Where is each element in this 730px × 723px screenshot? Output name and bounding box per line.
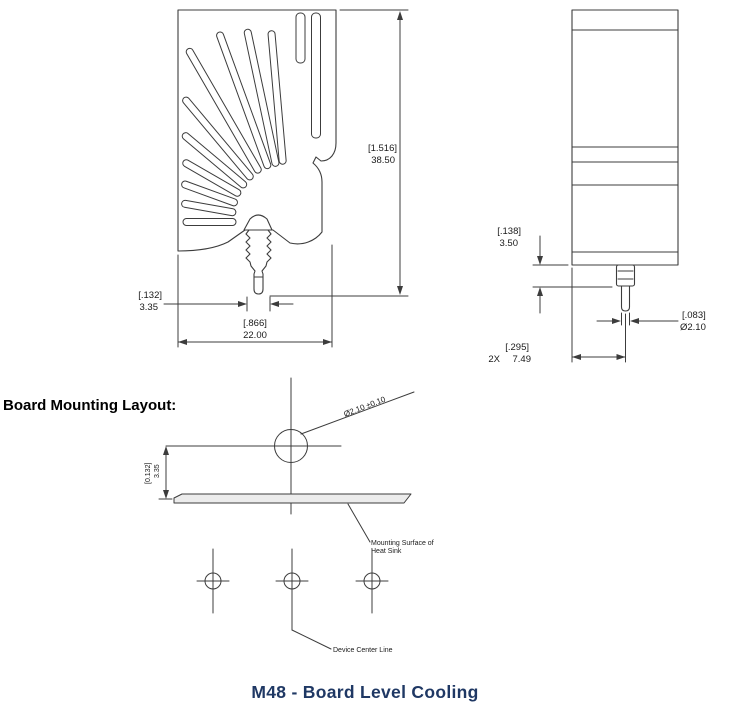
- pin-boss: [243, 214, 273, 231]
- side-view: [177, 9, 337, 295]
- fin-slots: [181, 28, 287, 226]
- hole-dia-leader: [300, 391, 415, 435]
- board-hole: [204, 572, 222, 590]
- height-dimension: [1.516] 38.50: [269, 9, 409, 297]
- arrowhead: [572, 354, 581, 360]
- arrowhead: [397, 11, 403, 20]
- offset-dim-bracket: [0.132]: [145, 463, 152, 484]
- clip-slot-short: [295, 12, 306, 64]
- fin-slot: [243, 28, 280, 167]
- pin-dia-value: Ø2.10: [680, 322, 706, 333]
- depth-dimension: [.866] 22.00: [177, 244, 333, 348]
- mounting-hole: [274, 429, 308, 463]
- pin-diameter-dimension: [.083] Ø2.10: [596, 310, 706, 333]
- drawing-title: M48 - Board Level Cooling: [251, 682, 478, 702]
- spacing-dim-qty: 2X: [488, 354, 500, 365]
- arrowhead: [537, 287, 543, 296]
- fin-slot: [216, 31, 272, 170]
- mounting-surface-leader: [347, 503, 371, 543]
- center-line-leader: [291, 629, 332, 650]
- mounting-surface-label-line2: Heat Sink: [371, 548, 402, 555]
- front-view-dimensions: [.138] 3.50 [.083] Ø2.10 [.295] 2X 7.49: [488, 226, 706, 365]
- arrowhead: [163, 446, 169, 455]
- pin-front: [620, 285, 631, 312]
- spacing-dim-bracket: [.295]: [505, 342, 529, 353]
- hole-dia-label: Ø2.10 ±0.10: [342, 395, 387, 419]
- center-line-label: Device Center Line: [333, 647, 393, 654]
- board-hole: [283, 572, 301, 590]
- arrowhead: [630, 318, 639, 324]
- arrowhead: [270, 301, 279, 307]
- depth-dim-value: 22.00: [243, 330, 267, 341]
- pin-dim-bracket: [.132]: [138, 290, 162, 301]
- fin-slot: [181, 180, 238, 207]
- spacing-dimension: [.295] 2X 7.49: [488, 267, 626, 365]
- fin-slot: [182, 96, 254, 181]
- mounting-surface-label-line1: Mounting Surface of: [371, 540, 434, 547]
- board-hole: [363, 572, 381, 590]
- arrowhead: [178, 339, 187, 345]
- hole-pattern: [196, 548, 389, 631]
- clip-slot-long: [311, 12, 321, 139]
- pin-dia-bracket: [.083]: [682, 310, 706, 321]
- side-view-dimensions: [1.516] 38.50 [.866] 22.00 [.132] 3.35: [138, 9, 409, 348]
- heatsink-front-body: [571, 9, 679, 266]
- offset-dim-value: 3.35: [154, 464, 161, 478]
- arrowhead: [163, 490, 169, 499]
- fin-slot: [182, 218, 237, 226]
- arrowhead: [537, 256, 543, 265]
- arrowhead: [397, 286, 403, 295]
- layout-heading: Board Mounting Layout:: [3, 397, 176, 414]
- height-dim-bracket: [1.516]: [368, 143, 397, 154]
- arrowhead: [238, 301, 247, 307]
- fin-slot: [181, 199, 237, 217]
- fin-slot: [267, 30, 287, 165]
- fin-slot: [185, 47, 262, 174]
- threaded-pin: [245, 229, 272, 295]
- arrowhead: [323, 339, 332, 345]
- fin-slot: [182, 159, 242, 197]
- arrowhead: [616, 354, 626, 360]
- collar-dim-value: 3.50: [500, 238, 519, 249]
- arrowhead: [612, 318, 621, 324]
- pin-dimension: [.132] 3.35: [138, 290, 294, 313]
- spacing-dim-value: 7.49: [513, 354, 532, 365]
- depth-dim-bracket: [.866]: [243, 318, 267, 329]
- front-view: [571, 9, 679, 312]
- offset-dimension: [0.132] 3.35: [145, 446, 173, 500]
- fin-slot: [181, 132, 248, 189]
- height-dim-value: 38.50: [371, 155, 395, 166]
- board-plate: [173, 493, 412, 504]
- pin-dim-value: 3.35: [140, 302, 159, 313]
- pin-collar: [615, 264, 636, 287]
- board-mounting-layout: Board Mounting Layout: Ø2.10 ±0.10 [0.13…: [3, 377, 434, 654]
- collar-dim-bracket: [.138]: [497, 226, 521, 237]
